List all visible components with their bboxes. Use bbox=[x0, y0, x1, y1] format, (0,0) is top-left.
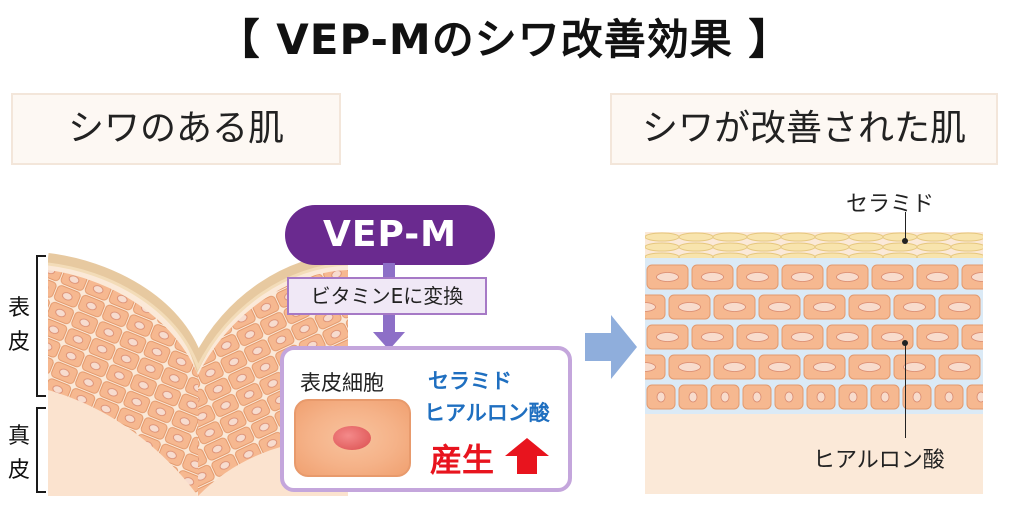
epidermis-label-char-1: 表 bbox=[7, 296, 30, 321]
ceramide-callout-label: セラミド bbox=[846, 192, 935, 217]
up-arrow-icon bbox=[505, 438, 549, 474]
hyaluronic-callout-label: ヒアルロン酸 bbox=[813, 448, 945, 473]
ceramide-callout-dot bbox=[902, 238, 908, 244]
hyaluronic-callout-dot bbox=[902, 340, 908, 346]
heading-wrinkled-skin-text: シワのある肌 bbox=[67, 108, 284, 149]
dermis-bracket-top bbox=[36, 407, 46, 409]
hyaluronic-callout-line bbox=[905, 343, 906, 438]
product-ceramide: セラミド bbox=[428, 369, 512, 393]
conversion-text: ビタミンEに変換 bbox=[310, 284, 464, 308]
production-label: 産生 bbox=[430, 441, 495, 479]
right-arrow-icon bbox=[585, 315, 637, 379]
page-title: 【 VEP-Mのシワ改善効果 】 bbox=[217, 15, 792, 64]
vep-m-badge: VEP-M bbox=[285, 205, 495, 265]
dermis-label-char-1: 真 bbox=[7, 424, 30, 449]
cell-nucleus-icon bbox=[333, 426, 371, 450]
epidermis-bracket bbox=[36, 255, 38, 397]
epidermis-bracket-top bbox=[36, 255, 46, 257]
down-arrow-shaft-top bbox=[383, 263, 395, 281]
product-hyaluronic-acid: ヒアルロン酸 bbox=[424, 401, 550, 425]
improved-skin-illustration bbox=[645, 232, 983, 494]
down-arrow-shaft-bottom bbox=[383, 313, 395, 335]
epidermis-label-char-2: 皮 bbox=[7, 330, 30, 355]
vep-m-text: VEP-M bbox=[323, 214, 457, 255]
dermis-label: 真 皮 bbox=[4, 420, 34, 488]
epidermal-cell-label: 表皮細胞 bbox=[300, 371, 384, 395]
heading-wrinkled-skin: シワのある肌 bbox=[11, 93, 341, 165]
dermis-bracket-bottom bbox=[36, 491, 46, 493]
ceramide-callout-line bbox=[905, 212, 906, 240]
down-arrow-icon bbox=[373, 332, 405, 350]
dermis-label-char-2: 皮 bbox=[7, 458, 30, 483]
epidermis-bracket-bottom bbox=[36, 395, 46, 397]
epidermis-label: 表 皮 bbox=[4, 292, 34, 360]
heading-improved-skin-text: シワが改善された肌 bbox=[641, 108, 966, 149]
conversion-box: ビタミンEに変換 bbox=[287, 277, 487, 315]
heading-improved-skin: シワが改善された肌 bbox=[610, 93, 998, 165]
dermis-bracket bbox=[36, 407, 38, 493]
